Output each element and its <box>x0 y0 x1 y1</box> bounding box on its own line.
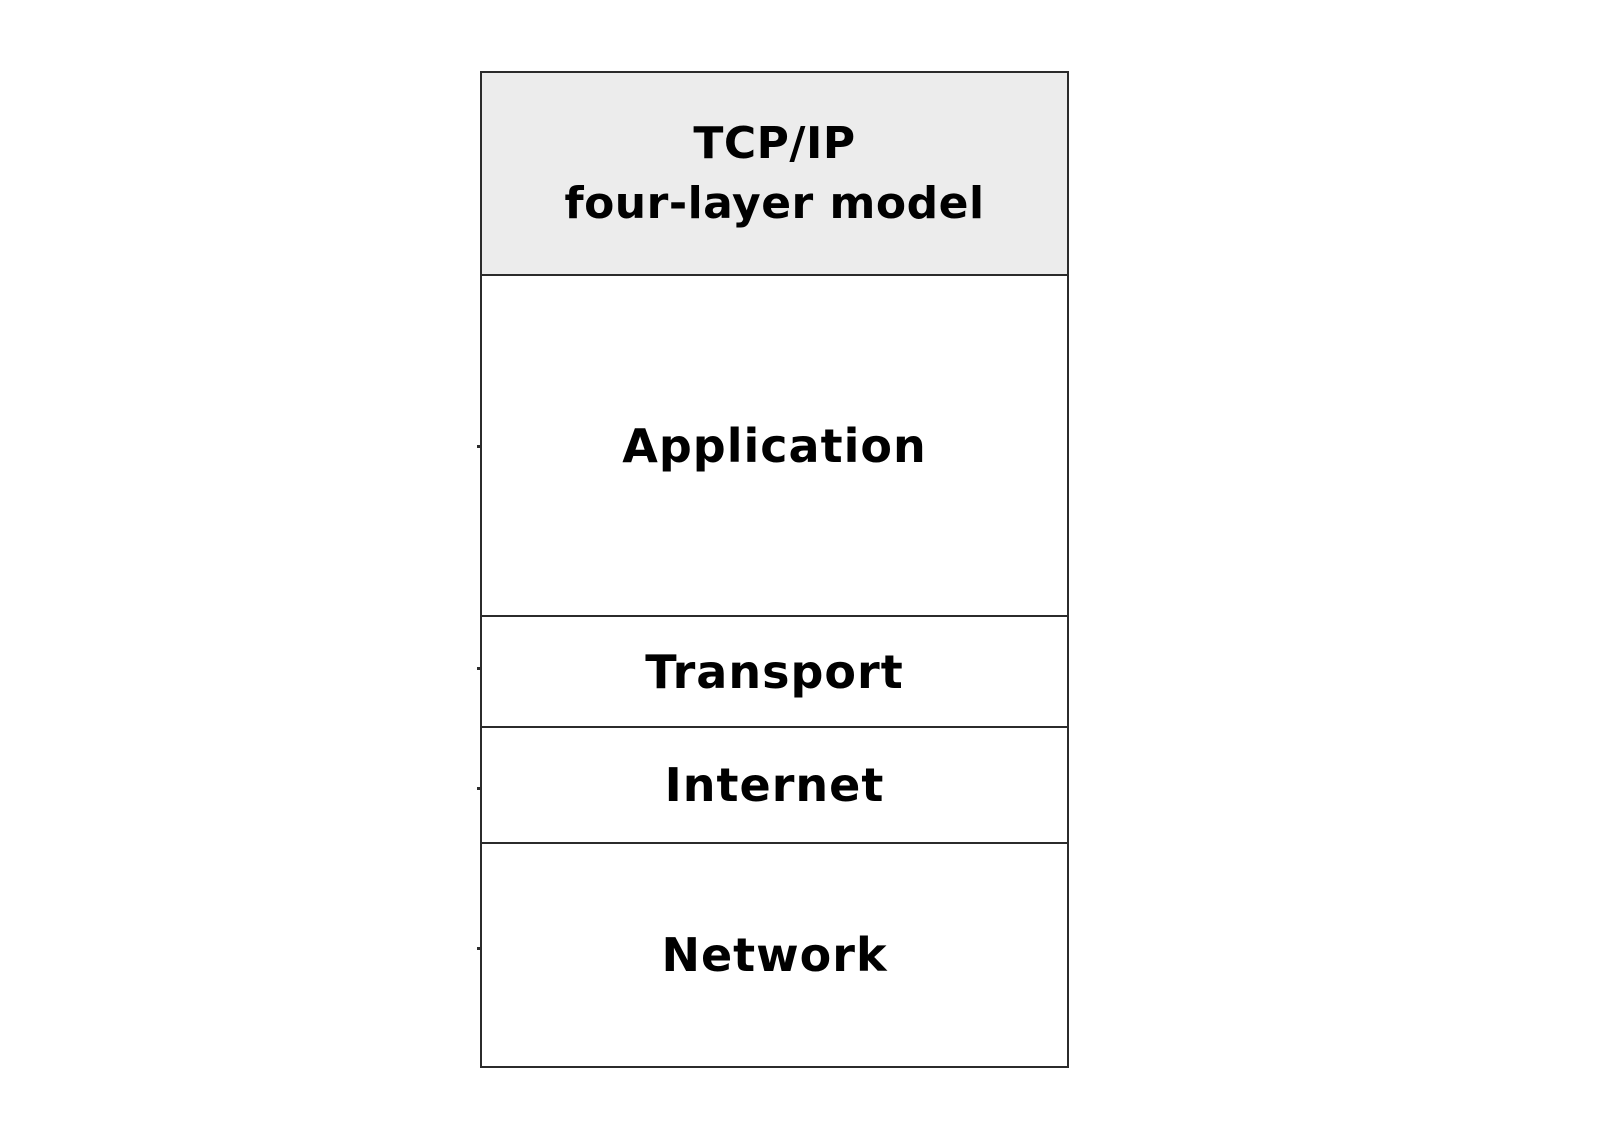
tick-mark-application <box>477 445 481 448</box>
layer-application: Application <box>482 276 1067 617</box>
tick-mark-internet <box>477 787 481 790</box>
header-title-line-2: four-layer model <box>564 177 985 229</box>
layer-network-label: Network <box>661 928 888 982</box>
tick-mark-network <box>477 947 481 950</box>
layer-network: Network <box>482 844 1067 1066</box>
layer-internet-label: Internet <box>664 758 885 812</box>
layer-transport-label: Transport <box>645 644 904 699</box>
layer-application-label: Application <box>622 418 927 473</box>
header-title-line-1: TCP/IP <box>693 117 856 169</box>
tick-mark-transport <box>477 667 481 670</box>
tcp-ip-model-diagram: TCP/IP four-layer model Application Tran… <box>480 71 1069 1068</box>
diagram-header: TCP/IP four-layer model <box>482 73 1067 276</box>
layer-internet: Internet <box>482 728 1067 844</box>
layer-transport: Transport <box>482 617 1067 728</box>
